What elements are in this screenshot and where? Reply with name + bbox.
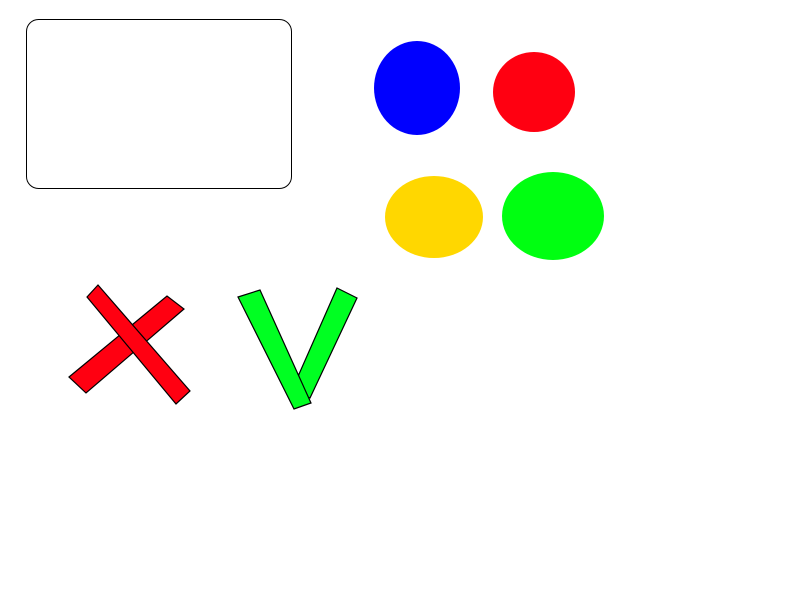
cross-icon[interactable]: [68, 284, 191, 405]
check-stroke-left: [237, 289, 312, 410]
check-stroke-right: [291, 287, 358, 399]
green-circle[interactable]: [502, 172, 604, 260]
empty-panel[interactable]: [26, 19, 292, 189]
red-circle[interactable]: [493, 52, 575, 132]
check-icon[interactable]: [237, 287, 358, 410]
blue-circle[interactable]: [374, 41, 460, 135]
yellow-circle[interactable]: [385, 176, 483, 258]
cross-bar-falling: [86, 284, 191, 405]
